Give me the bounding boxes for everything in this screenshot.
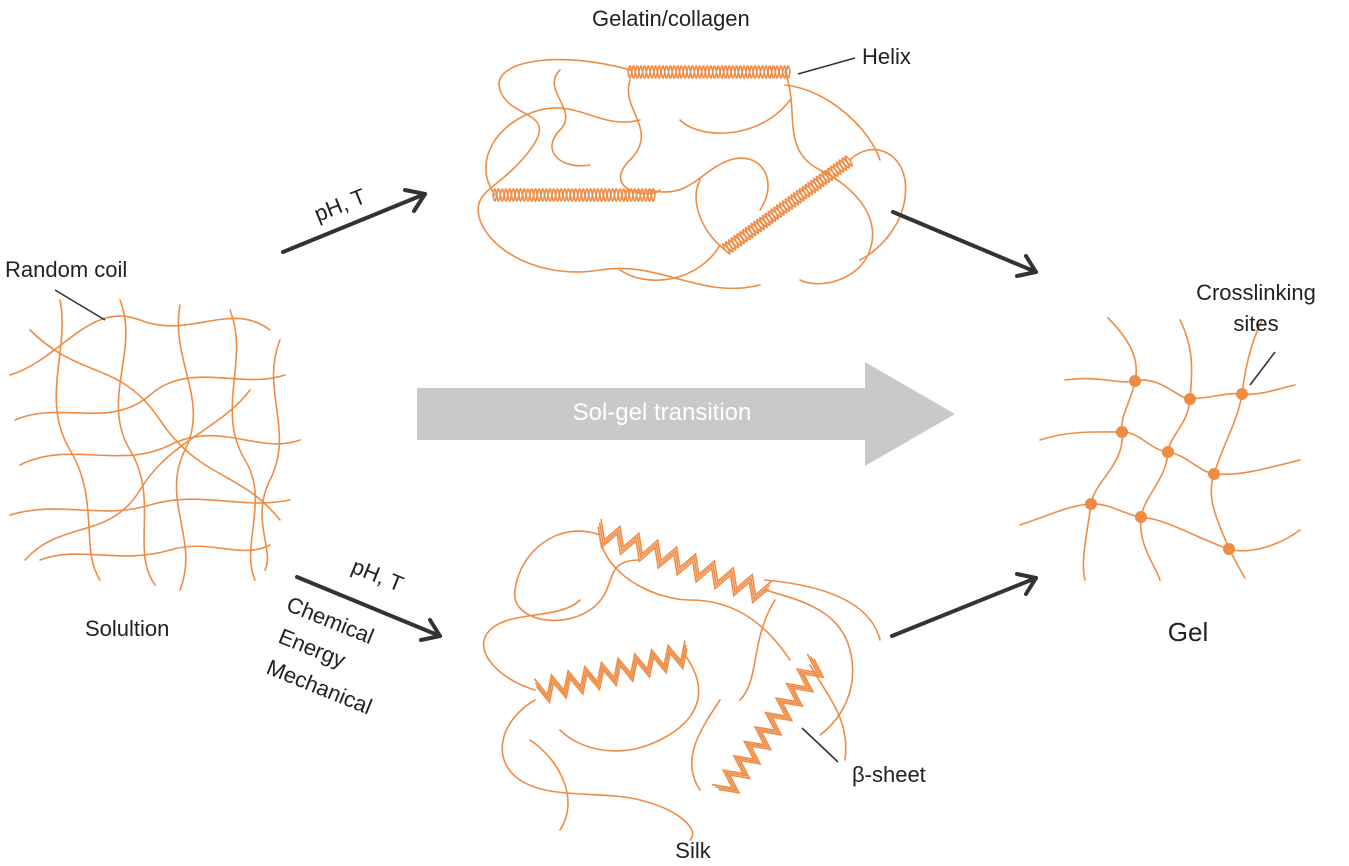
arrow-gelatin-to-gel-head: [1015, 254, 1038, 278]
crosslinking-label-line2: sites: [1233, 311, 1278, 336]
helix-leader: [797, 57, 856, 75]
crosslink-dot: [1184, 393, 1196, 405]
gelatin-collagen-structure: [477, 58, 907, 290]
beta-sheet-label: β-sheet: [852, 762, 926, 787]
crosslink-dot: [1208, 468, 1220, 480]
crosslink-dot: [1223, 543, 1235, 555]
crosslinking-label-line1: Crosslinking: [1196, 280, 1316, 305]
sol-gel-label: Sol-gel transition: [573, 399, 752, 426]
arrow-to-gelatin-head: [403, 188, 427, 213]
beta-sheet-leader: [801, 727, 839, 763]
arrow-gelatin-to-gel: [891, 210, 1038, 274]
crosslink-dot: [1236, 388, 1248, 400]
helix-segments: [492, 65, 854, 255]
gel-label: Gel: [1168, 617, 1208, 647]
silk-label: Silk: [675, 838, 711, 863]
gel-network: [1019, 317, 1301, 581]
crosslinking-dots: [1085, 375, 1248, 555]
arrow-silk-to-gel-head: [1015, 572, 1038, 596]
silk-structure: [482, 530, 881, 841]
crosslink-dot: [1116, 426, 1128, 438]
arrow-to-silk: [295, 575, 442, 638]
sol-gel-arrow: [417, 362, 955, 466]
random-coil-solution: [9, 299, 301, 591]
gelatin-collagen-label: Gelatin/collagen: [592, 6, 750, 31]
crosslink-dot: [1135, 511, 1147, 523]
beta-sheet-segments: [534, 518, 825, 794]
random-coil-leader: [54, 289, 106, 321]
solution-label: Solultion: [85, 616, 169, 641]
crosslink-dot: [1129, 375, 1141, 387]
arrow-to-gelatin: [281, 192, 427, 254]
helix-label: Helix: [862, 44, 911, 69]
crosslink-dot: [1085, 498, 1097, 510]
arrow-to-silk-head: [419, 618, 442, 642]
crosslinking-leader: [1249, 351, 1276, 386]
random-coil-label: Random coil: [5, 257, 127, 282]
crosslink-dot: [1162, 446, 1174, 458]
ph-t-bottom-label: pH, T: [348, 553, 407, 596]
arrow-silk-to-gel: [890, 576, 1038, 638]
